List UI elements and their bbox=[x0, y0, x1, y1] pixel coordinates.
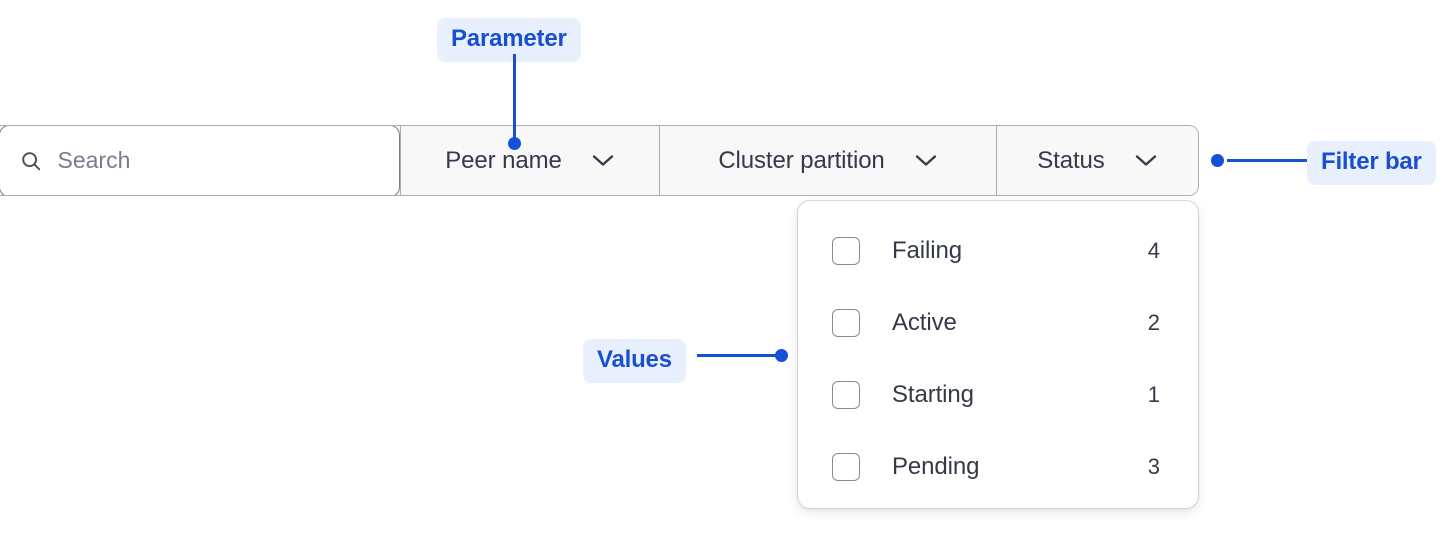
annotation-leader-dot-values bbox=[775, 349, 788, 362]
dropdown-option-pending[interactable]: Pending 3 bbox=[798, 431, 1198, 503]
dropdown-option-starting[interactable]: Starting 1 bbox=[798, 359, 1198, 431]
checkbox-unchecked-icon[interactable] bbox=[832, 381, 860, 409]
chevron-down-icon bbox=[592, 155, 613, 166]
chevron-down-icon bbox=[1135, 155, 1156, 166]
filter-bar: Peer name Cluster partition Status bbox=[0, 125, 1199, 196]
dropdown-option-active[interactable]: Active 2 bbox=[798, 287, 1198, 359]
status-filter-dropdown: Failing 4 Active 2 Starting 1 Pending 3 bbox=[797, 200, 1199, 509]
chevron-down-icon bbox=[915, 155, 936, 166]
filter-parameter-peer-name[interactable]: Peer name bbox=[399, 126, 659, 195]
annotation-leader-dot-parameter bbox=[508, 137, 521, 150]
dropdown-option-failing[interactable]: Failing 4 bbox=[798, 215, 1198, 287]
dropdown-option-label: Starting bbox=[892, 381, 974, 408]
filter-parameter-cluster-partition[interactable]: Cluster partition bbox=[658, 126, 996, 195]
annotation-leader-line-filter-bar bbox=[1227, 159, 1307, 162]
annotation-label-filter-bar: Filter bar bbox=[1307, 141, 1436, 185]
search-field[interactable] bbox=[0, 126, 400, 195]
search-input[interactable] bbox=[57, 140, 358, 181]
annotation-leader-dot-filter-bar bbox=[1211, 154, 1224, 167]
annotation-label-parameter: Parameter bbox=[437, 18, 581, 62]
dropdown-option-count: 3 bbox=[1147, 454, 1160, 479]
dropdown-option-count: 4 bbox=[1147, 238, 1160, 263]
filter-parameter-label: Cluster partition bbox=[718, 146, 885, 174]
filter-parameter-label: Peer name bbox=[445, 146, 562, 174]
dropdown-option-label: Failing bbox=[892, 237, 962, 264]
filter-parameter-label: Status bbox=[1037, 146, 1105, 174]
annotation-leader-line-values bbox=[697, 354, 779, 357]
dropdown-option-count: 1 bbox=[1147, 382, 1160, 407]
annotation-label-values: Values bbox=[583, 339, 686, 383]
search-icon bbox=[21, 151, 40, 170]
filter-parameter-status[interactable]: Status bbox=[995, 126, 1198, 195]
dropdown-option-count: 2 bbox=[1147, 310, 1160, 335]
checkbox-unchecked-icon[interactable] bbox=[832, 453, 860, 481]
dropdown-option-label: Pending bbox=[892, 453, 980, 480]
checkbox-unchecked-icon[interactable] bbox=[832, 237, 860, 265]
dropdown-option-label: Active bbox=[892, 309, 957, 336]
annotation-leader-line-parameter bbox=[513, 54, 516, 143]
checkbox-unchecked-icon[interactable] bbox=[832, 309, 860, 337]
